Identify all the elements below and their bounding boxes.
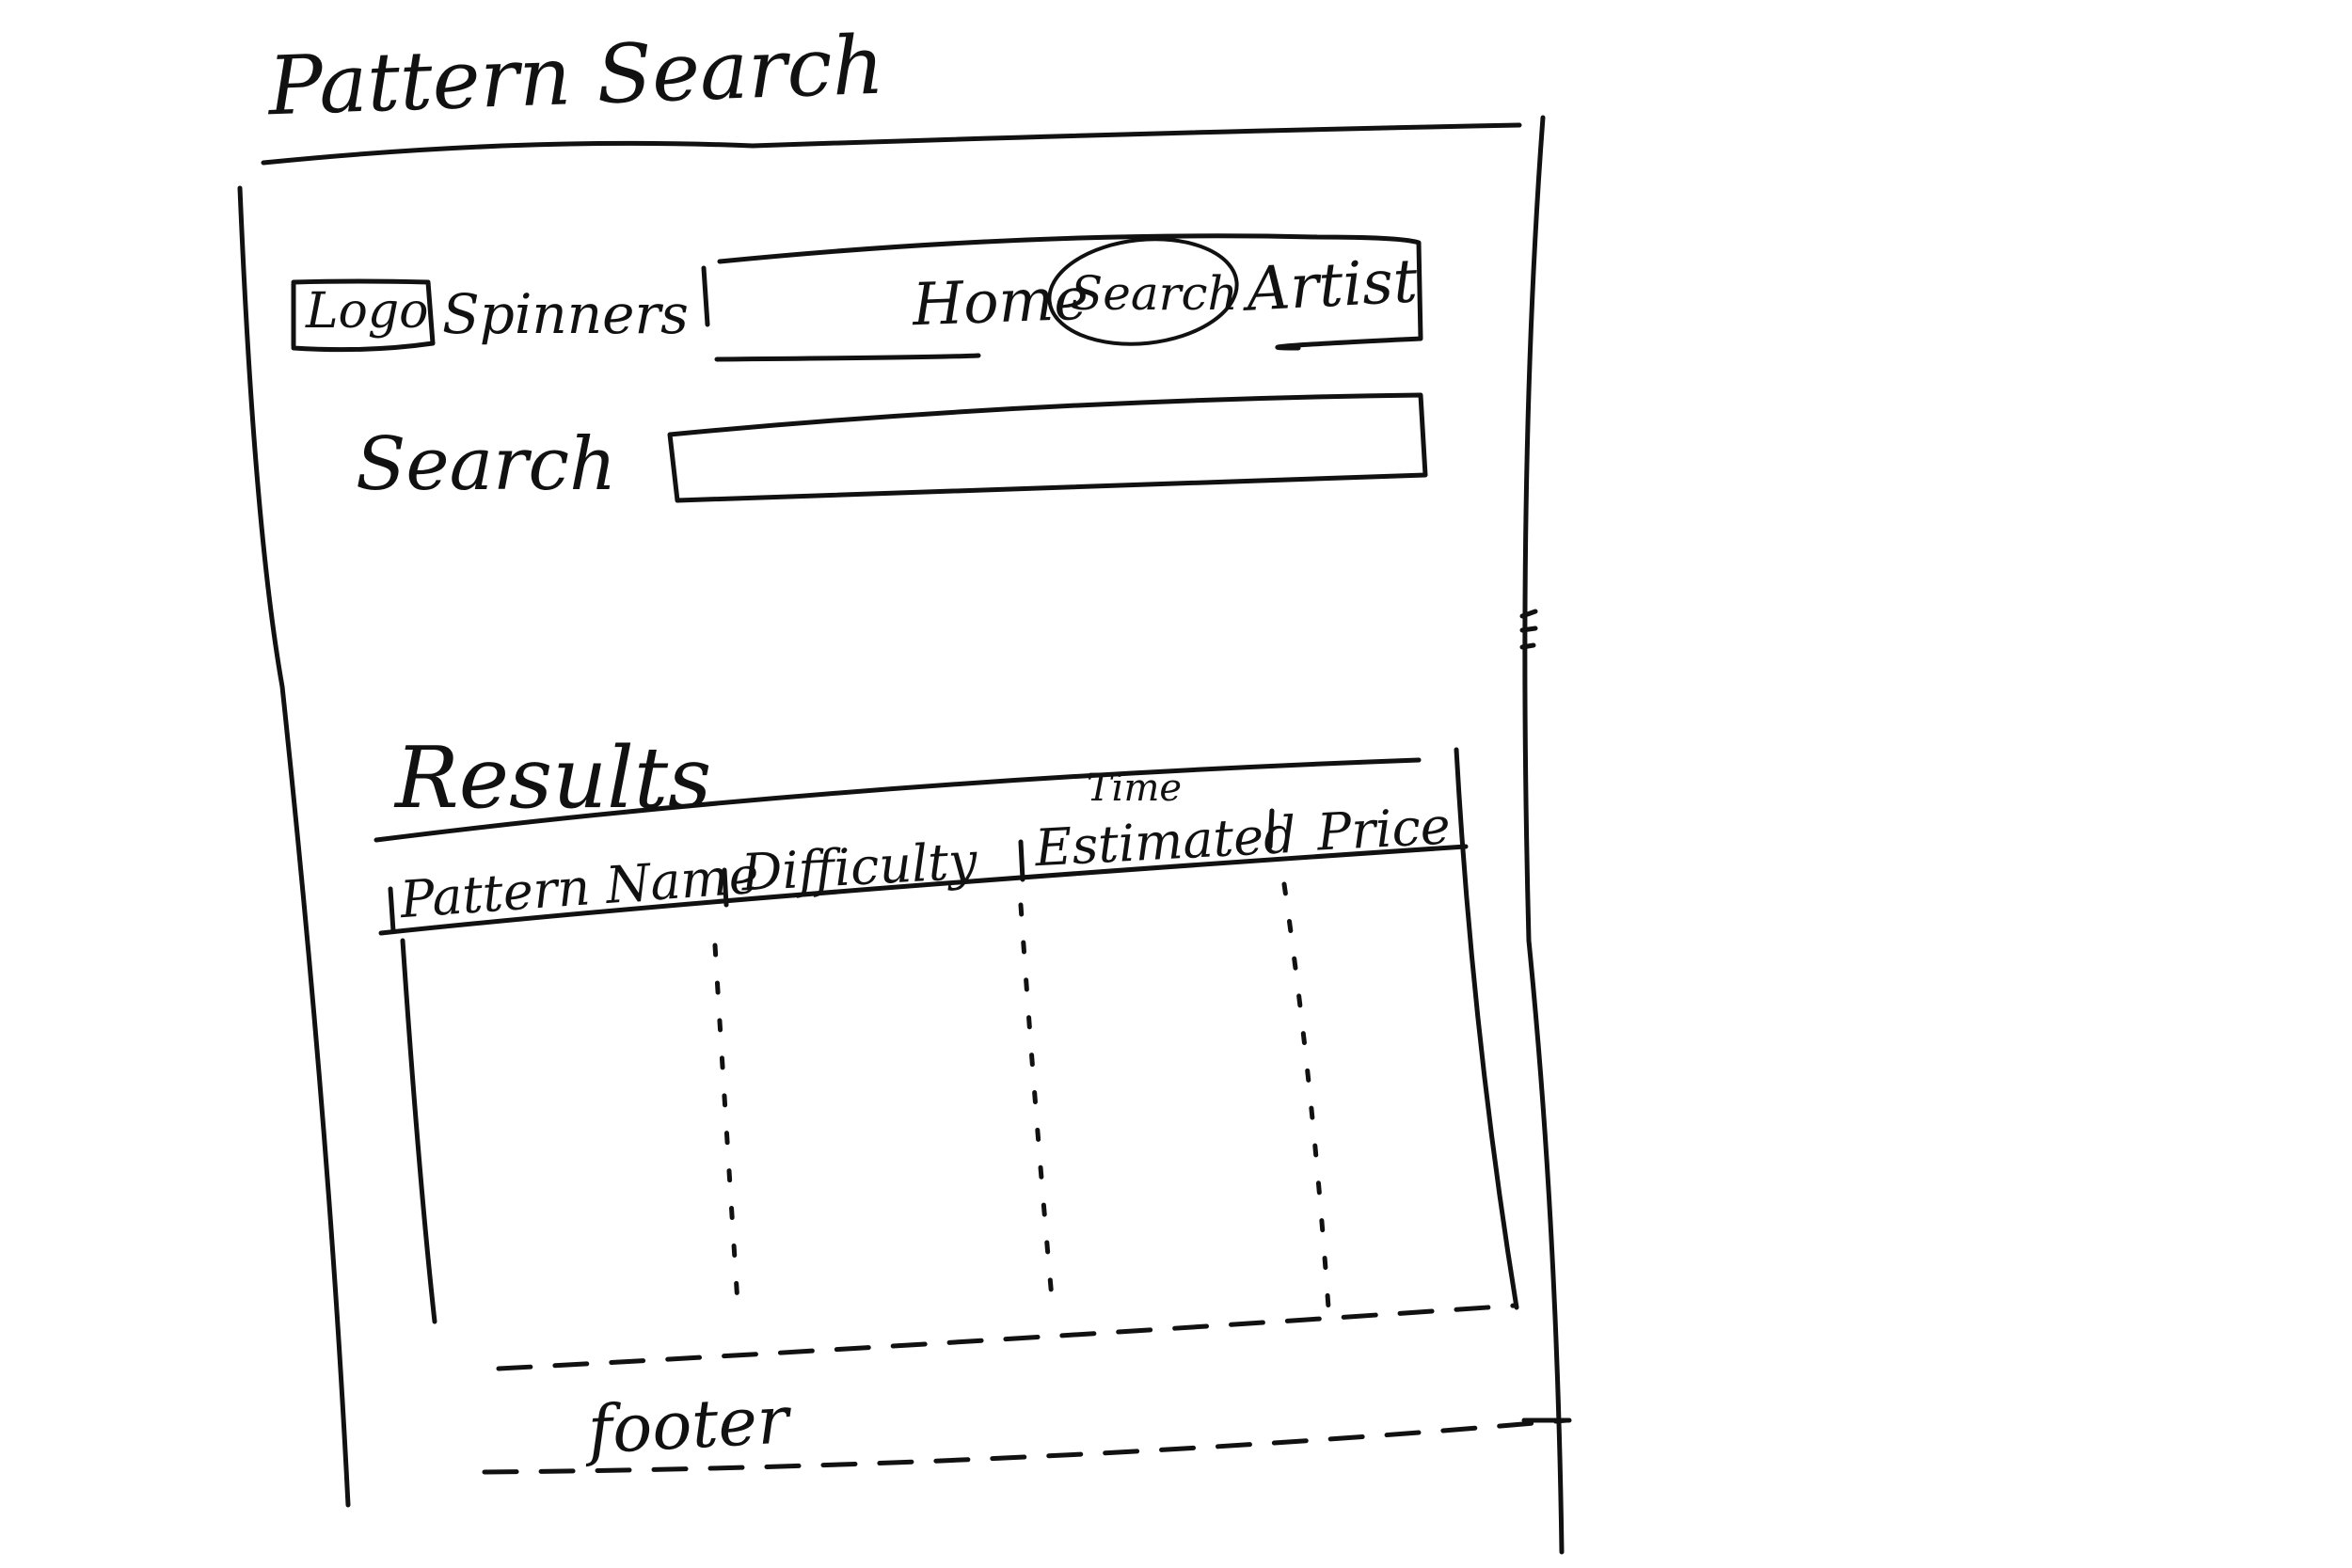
logo-box	[291, 278, 436, 353]
footer-dashed-bottom	[482, 1418, 1569, 1475]
results-col-dots-3	[1281, 881, 1331, 1310]
results-col-dots-1	[712, 942, 740, 1306]
results-title: Results	[395, 729, 712, 828]
brand-name: Spinners	[442, 282, 689, 346]
column-header-difficulty[interactable]: Difficulty	[739, 831, 979, 903]
page-frame-right	[1522, 115, 1565, 1555]
results-header-line	[378, 844, 1469, 936]
results-col-sep-1	[722, 867, 729, 908]
results-col-sep-2	[1018, 839, 1025, 882]
nav-search-circle	[1047, 237, 1239, 346]
footer-label: footer	[586, 1381, 791, 1469]
results-col-sep-3	[1267, 808, 1275, 849]
nav-item-search[interactable]: Search	[1071, 266, 1238, 321]
logo-placeholder[interactable]: Logo	[306, 283, 429, 340]
nav-container	[701, 233, 1423, 362]
column-header-estimated[interactable]: Estimated	[1033, 804, 1298, 879]
nav-item-artist[interactable]: Artist	[1245, 246, 1420, 325]
page-title: Pattern Search	[266, 18, 886, 135]
search-label: Search	[356, 422, 617, 507]
results-right-border	[1454, 747, 1519, 1310]
results-bottom-dashed	[496, 1303, 1518, 1371]
results-left-border	[388, 886, 437, 1324]
page-frame-notch	[1519, 609, 1538, 650]
column-header-time-note: Time	[1087, 767, 1183, 810]
results-top-line	[373, 757, 1422, 843]
search-input-outline	[667, 392, 1428, 503]
column-header-price[interactable]: Price	[1315, 796, 1453, 863]
nav-item-home[interactable]: Home	[911, 263, 1090, 340]
results-col-dots-2	[1018, 902, 1055, 1301]
title-underline	[261, 122, 1522, 166]
search-input[interactable]	[687, 419, 1415, 479]
page-frame-left	[237, 185, 351, 1508]
